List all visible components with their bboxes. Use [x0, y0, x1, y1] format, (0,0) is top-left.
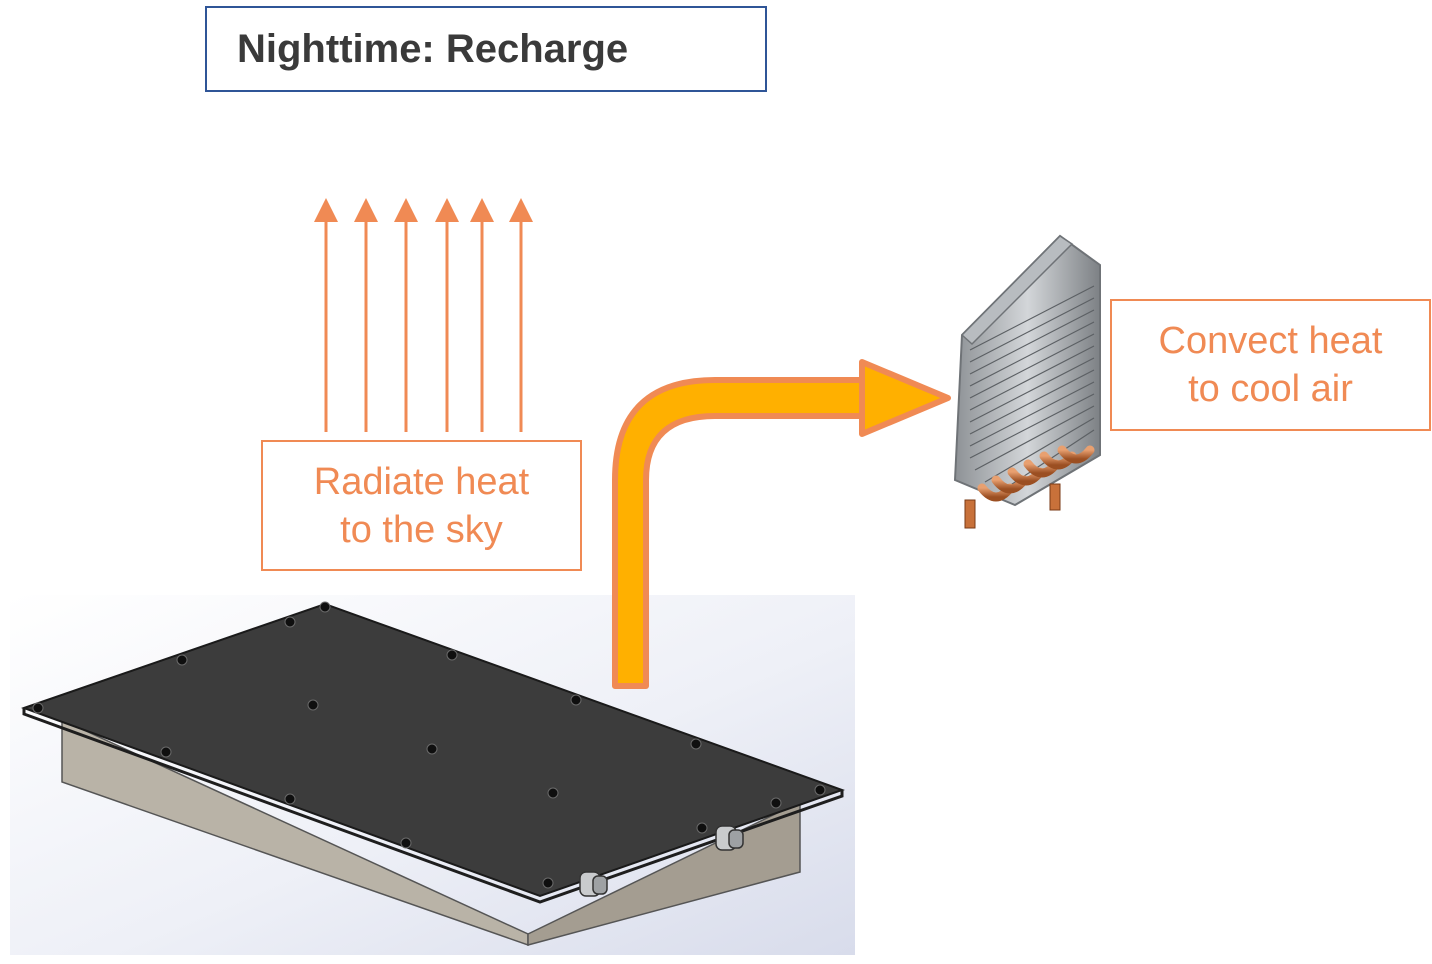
- radiate-heat-label-line2: to the sky: [340, 508, 503, 551]
- radiate-heat-label-box: Radiate heat to the sky: [261, 440, 582, 571]
- coil-copper-tubes: [977, 445, 1095, 502]
- convect-heat-label-line1: Convect heat: [1158, 320, 1383, 362]
- radiative-panel: [21, 601, 845, 947]
- title-box: Nighttime: Recharge: [205, 6, 767, 92]
- radiation-arrows: [314, 198, 533, 432]
- radiate-heat-label-line1: Radiate heat: [313, 460, 530, 503]
- convect-heat-label-box: Convect heat to cool air: [1110, 299, 1431, 431]
- panel-screw-holes: [32, 601, 826, 889]
- panel-plate-edge: [22, 708, 844, 904]
- radiation-arrow: [509, 198, 533, 432]
- radiation-arrow: [470, 198, 494, 432]
- diagram-title: Nighttime: Recharge: [237, 26, 629, 71]
- heat-exchanger-coil: [953, 234, 1101, 529]
- coil-outlet-pipe: [1049, 483, 1061, 511]
- radiation-arrow: [314, 198, 338, 432]
- heat-transfer-arrow: [612, 359, 951, 689]
- coil-top-frame: [960, 235, 1074, 346]
- panel-hose-fittings: [579, 825, 744, 897]
- coil-inlet-pipe: [964, 499, 976, 529]
- radiation-arrow: [435, 198, 459, 432]
- radiation-arrow: [354, 198, 378, 432]
- coil-fin-lines: [969, 285, 1095, 493]
- convect-heat-label-line2: to cool air: [1188, 368, 1353, 410]
- radiation-arrow: [394, 198, 418, 432]
